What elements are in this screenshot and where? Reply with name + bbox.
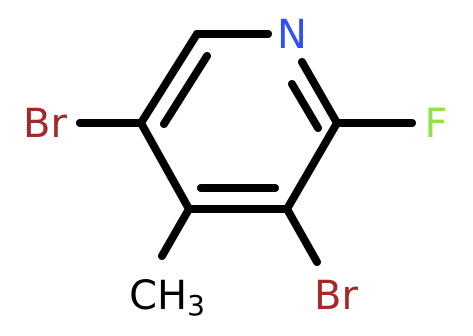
atom-label-nitrogen: N (277, 12, 307, 58)
bond-c5-c6 (137, 30, 201, 127)
bond-c4-c5 (137, 119, 193, 213)
bond-c2-c3 (283, 119, 341, 213)
atom-label-bromine-5: Br (23, 101, 67, 147)
methyl-label-main: CH (129, 273, 187, 319)
atom-label-bromine-3: Br (314, 273, 358, 319)
bond-n1-c2-inner (288, 80, 322, 132)
bond-c3-br (283, 205, 321, 266)
bond-c4-methyl (158, 205, 193, 260)
atom-label-methyl: CH3 (129, 273, 205, 322)
methyl-label-subscript: 3 (187, 289, 205, 322)
atom-label-fluorine: F (424, 101, 447, 147)
bond-c5-c6-inner (160, 52, 211, 128)
bond-n1-c2 (298, 58, 341, 127)
